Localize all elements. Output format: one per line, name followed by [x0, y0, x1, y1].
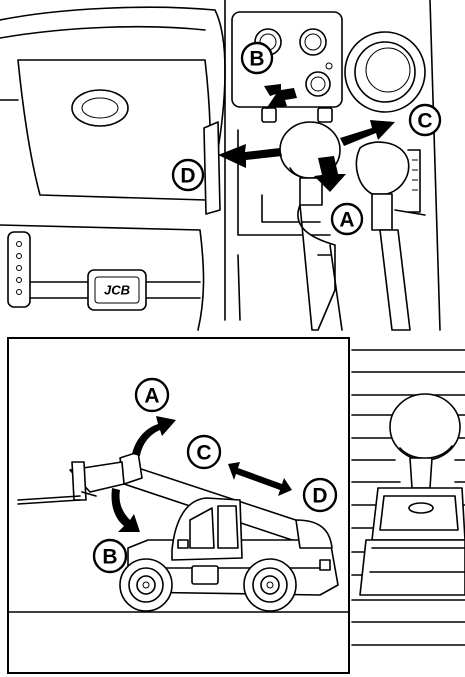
svg-text:D: D [180, 165, 195, 188]
machine-view-panel: A C D B [8, 338, 349, 673]
callout-cab-B: B [242, 43, 272, 73]
front-wheel [120, 559, 172, 611]
arrow-left-D [218, 144, 282, 168]
round-gauge [345, 32, 425, 112]
callout-machine-A: A [136, 379, 168, 411]
svg-text:C: C [196, 442, 211, 465]
cab-interior-view: JCB [0, 0, 440, 330]
svg-text:B: B [102, 546, 117, 569]
indicator-strip [8, 232, 30, 307]
svg-text:D: D [312, 485, 327, 508]
rotary-knob-2 [300, 29, 326, 55]
svg-text:A: A [339, 209, 354, 232]
rear-wheel [244, 559, 296, 611]
dashboard-oval-switch [72, 90, 128, 126]
callout-machine-D: D [304, 479, 336, 511]
jcb-logo-badge: JCB [88, 270, 146, 310]
callout-machine-C: C [188, 436, 220, 468]
svg-text:A: A [144, 385, 159, 408]
callout-machine-B: B [94, 540, 126, 572]
joystick-closeup-knob [390, 394, 460, 460]
jcb-logo-text: JCB [104, 283, 130, 298]
machine-view-frame [8, 338, 349, 673]
callout-cab-D: D [173, 160, 203, 190]
svg-text:C: C [417, 110, 432, 133]
svg-text:B: B [249, 48, 264, 71]
joystick-closeup [352, 350, 465, 645]
callout-cab-C: C [410, 105, 440, 135]
rotary-knob-3 [306, 72, 330, 96]
callout-cab-A: A [332, 204, 362, 234]
